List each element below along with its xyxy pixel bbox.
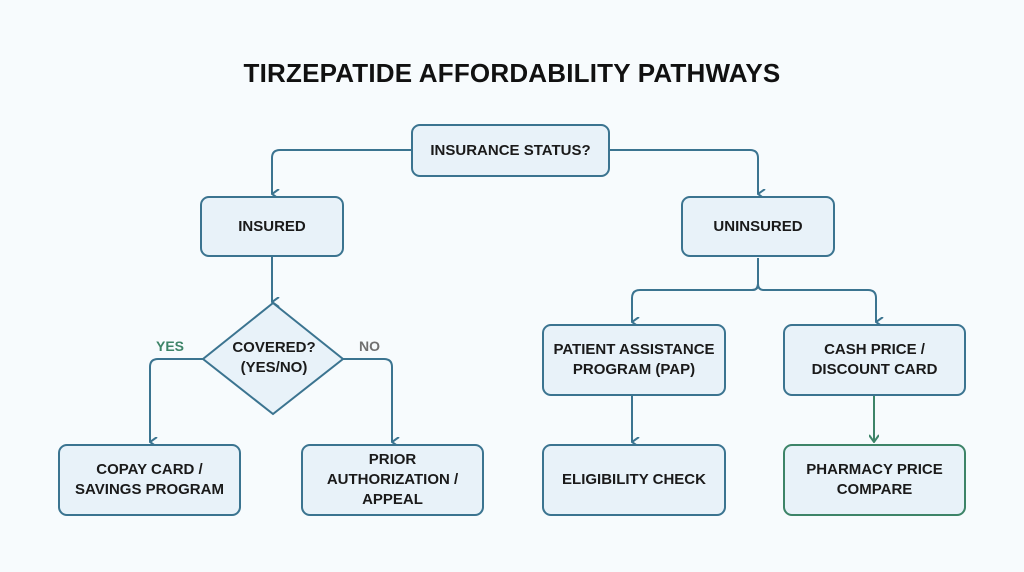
edge-label-no: NO <box>359 338 380 354</box>
node-insured-label: INSURED <box>238 217 306 235</box>
node-insured: INSURED <box>200 196 344 257</box>
node-copay-card: COPAY CARD / SAVINGS PROGRAM <box>58 444 241 516</box>
node-prior-authorization: PRIOR AUTHORIZATION / APPEAL <box>301 444 484 516</box>
edge-uninsured-to-cash <box>757 283 876 322</box>
diagram-title: TIRZEPATIDE AFFORDABILITY PATHWAYS <box>243 58 781 88</box>
node-uninsured-label: UNINSURED <box>713 217 803 235</box>
node-eligibility-check-label: ELIGIBILITY CHECK <box>562 471 706 488</box>
node-prior-authorization-label: PRIOR AUTHORIZATION / APPEAL <box>326 451 459 508</box>
node-covered-label: COVERED? (YES/NO) <box>232 339 316 376</box>
node-insurance-status-label: INSURANCE STATUS? <box>430 141 591 159</box>
node-pharmacy-price-compare: PHARMACY PRICE COMPARE <box>783 444 966 516</box>
edge-covered-no <box>342 358 392 442</box>
node-cash-price: CASH PRICE / DISCOUNT CARD <box>783 324 966 396</box>
covered-diamond-shape <box>201 301 345 416</box>
node-uninsured: UNINSURED <box>681 196 835 257</box>
node-eligibility-check: ELIGIBILITY CHECK <box>542 444 726 516</box>
node-cash-price-label: CASH PRICE / DISCOUNT CARD <box>811 341 938 378</box>
edge-status-to-insured <box>271 149 412 194</box>
edge-covered-yes <box>149 358 204 442</box>
node-insurance-status: INSURANCE STATUS? <box>411 124 610 177</box>
node-pharmacy-price-compare-label: PHARMACY PRICE COMPARE <box>806 461 943 498</box>
edge-label-yes: YES <box>156 338 185 354</box>
node-copay-card-label: COPAY CARD / SAVINGS PROGRAM <box>75 461 224 498</box>
node-patient-assistance-program: PATIENT ASSISTANCE PROGRAM (PAP) <box>542 324 726 396</box>
edge-status-to-uninsured <box>610 149 758 194</box>
edge-uninsured-to-pap <box>631 283 759 322</box>
node-pap-label: PATIENT ASSISTANCE PROGRAM (PAP) <box>553 341 715 378</box>
